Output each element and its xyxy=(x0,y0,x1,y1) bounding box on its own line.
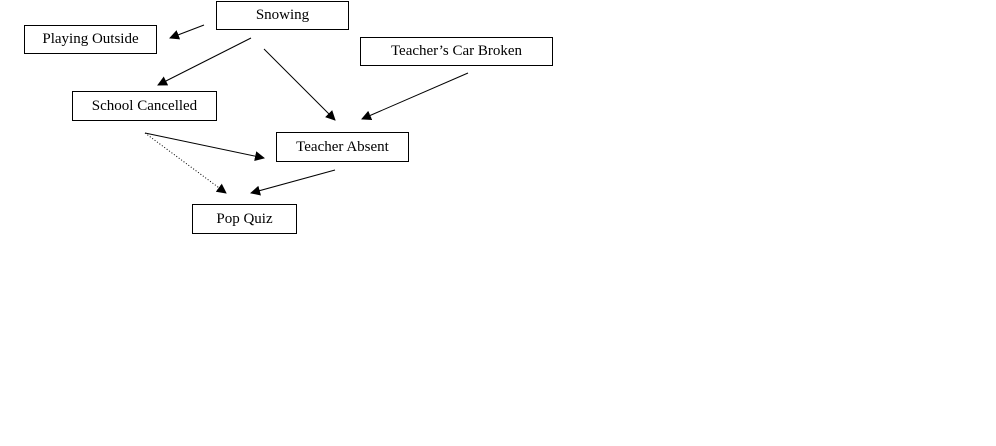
node-pop-quiz: Pop Quiz xyxy=(192,204,297,234)
node-snowing: Snowing xyxy=(216,1,349,30)
edge-snowing-to-school-cancelled xyxy=(157,37,252,86)
edge-teacher-absent-to-pop-quiz xyxy=(250,169,336,196)
edge-car-broken-to-teacher-absent xyxy=(361,72,469,121)
node-school-cancelled: School Cancelled xyxy=(72,91,217,121)
edge-school-cancelled-to-pop-quiz xyxy=(144,132,227,194)
edge-snowing-to-playing-outside xyxy=(169,24,205,40)
node-teachers-car-broken: Teacher’s Car Broken xyxy=(360,37,553,66)
node-teacher-absent: Teacher Absent xyxy=(276,132,409,162)
edge-snowing-to-teacher-absent xyxy=(263,48,336,121)
edge-school-cancelled-to-teacher-absent xyxy=(144,132,265,162)
node-playing-outside: Playing Outside xyxy=(24,25,157,54)
